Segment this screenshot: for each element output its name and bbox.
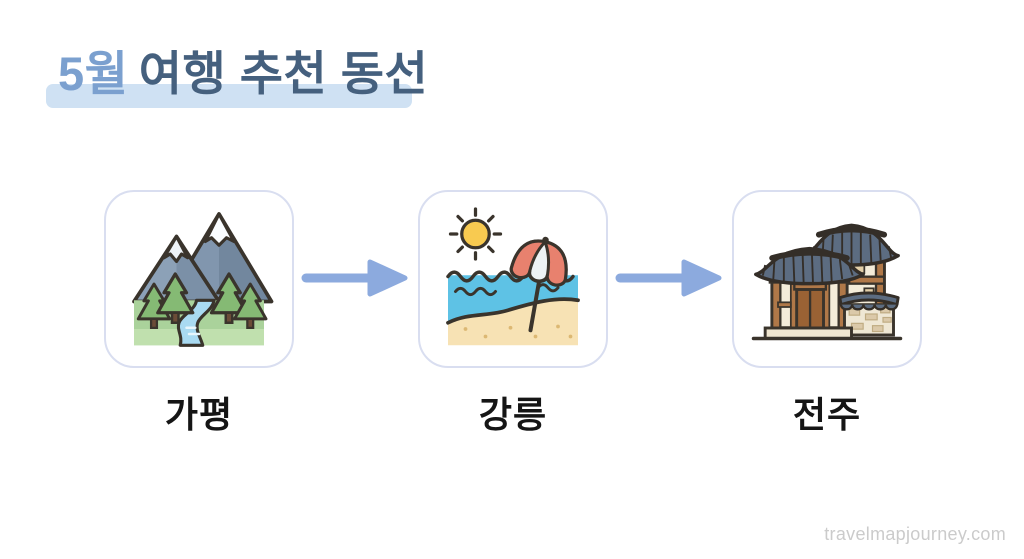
destination-card-2 [418, 190, 608, 368]
route-stop-1: 가평 [104, 190, 294, 438]
hanok-house-icon [751, 223, 903, 341]
watermark-text: travelmapjourney.com [824, 524, 1006, 544]
title-month: 5월 [58, 47, 129, 100]
title-highlight-bar [46, 84, 412, 108]
title-text: 여행 추천 동선 [138, 47, 429, 100]
destination-label-1: 가평 [164, 394, 234, 435]
route-stop-3: 전주 [732, 190, 922, 438]
right-arrow-icon-1 [301, 259, 408, 297]
mountains-and-river-icon [132, 212, 274, 347]
destination-label-2: 강릉 [478, 394, 548, 435]
right-arrow-icon-2 [615, 259, 722, 297]
destination-card-1 [104, 190, 294, 368]
destination-card-3 [732, 190, 922, 368]
destination-label-3: 전주 [792, 394, 862, 435]
beach-sun-umbrella-icon [446, 207, 580, 346]
route-stop-2: 강릉 [418, 190, 608, 438]
